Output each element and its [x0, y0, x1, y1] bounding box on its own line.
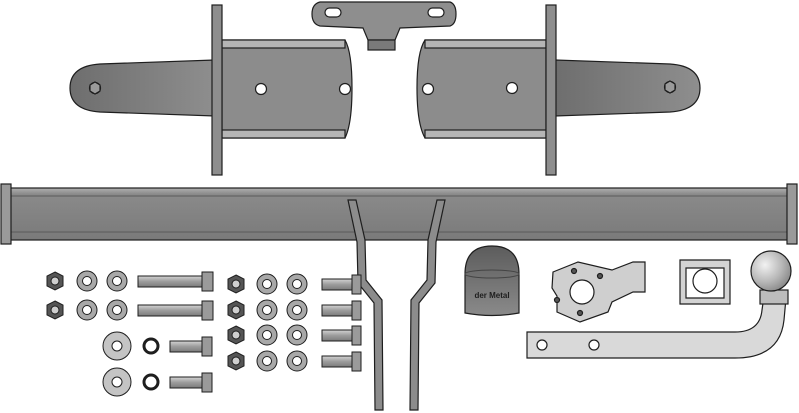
large-washer	[102, 367, 132, 397]
hex-nut	[46, 271, 64, 291]
large-washer	[102, 331, 132, 361]
hex-nut	[46, 300, 64, 320]
washer	[76, 299, 98, 321]
washer	[256, 299, 278, 321]
bolt	[321, 351, 362, 372]
hex-nut	[227, 351, 245, 371]
hex-nut	[227, 274, 245, 294]
washer	[106, 299, 128, 321]
spring-washer	[142, 337, 160, 355]
socket-plate	[679, 259, 731, 305]
main-crossbar	[0, 183, 798, 245]
tow-ball-neck	[526, 250, 792, 359]
left-side-bracket	[69, 4, 353, 176]
washer	[286, 273, 308, 295]
support-struts	[347, 199, 446, 411]
washer	[256, 324, 278, 346]
fastener-set-right	[227, 273, 362, 372]
hex-nut	[227, 300, 245, 320]
bolt	[321, 300, 362, 321]
washer	[256, 273, 278, 295]
washer	[76, 270, 98, 292]
cap-brand-label: der Metal	[474, 291, 509, 300]
hex-nut	[227, 325, 245, 345]
center-hanger-bracket	[311, 1, 457, 51]
bolt	[169, 336, 213, 357]
bolt	[137, 271, 214, 292]
washer	[286, 324, 308, 346]
right-side-bracket	[416, 4, 701, 176]
bolt	[169, 372, 213, 393]
fastener-set-left	[46, 270, 214, 397]
socket-bracket	[551, 261, 646, 323]
washer	[256, 350, 278, 372]
bolt	[321, 325, 362, 346]
washer	[286, 350, 308, 372]
washer	[286, 299, 308, 321]
washer	[106, 270, 128, 292]
tow-ball-cap: der Metal	[464, 245, 520, 317]
spring-washer	[142, 373, 160, 391]
bolt	[137, 300, 214, 321]
bolt	[321, 274, 362, 295]
